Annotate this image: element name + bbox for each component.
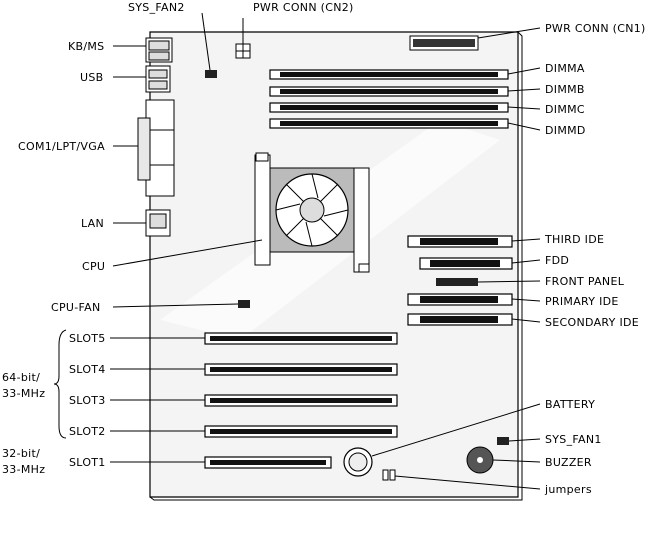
label-slot1: SLOT1 — [69, 456, 106, 469]
label-slot4: SLOT4 — [69, 363, 106, 376]
label-pwr-conn-cn1: PWR CONN (CN1) — [545, 22, 646, 35]
label-kb-ms: KB/MS — [68, 40, 104, 53]
label-battery: BATTERY — [545, 398, 595, 411]
label-com-lpt-vga: COM1/LPT/VGA — [18, 140, 105, 153]
label-dimmd: DIMMD — [545, 124, 586, 137]
label-slot2: SLOT2 — [69, 425, 106, 438]
sys-fan1-header — [497, 437, 509, 445]
label-jumpers: jumpers — [544, 483, 592, 496]
battery — [343, 447, 373, 477]
label-bus32-line2: 33-MHz — [2, 463, 45, 476]
label-dimma: DIMMA — [545, 62, 585, 75]
label-bus64-line2: 33-MHz — [2, 387, 45, 400]
label-slot3: SLOT3 — [69, 394, 106, 407]
label-front-panel: FRONT PANEL — [545, 275, 625, 288]
usb-connector — [145, 65, 171, 93]
kb-ms-connector — [145, 37, 173, 63]
com-lpt-vga-connector — [137, 99, 175, 197]
label-usb: USB — [80, 71, 103, 84]
lan-connector — [145, 209, 171, 237]
label-dimmb: DIMMB — [545, 83, 585, 96]
label-secondary-ide: SECONDARY IDE — [545, 316, 639, 329]
label-primary-ide: PRIMARY IDE — [545, 295, 619, 308]
cpu-fan-icon — [275, 173, 349, 247]
labels: SYS_FAN2 PWR CONN (CN2) PWR CONN (CN1) K… — [2, 1, 646, 496]
label-cpu-fan: CPU-FAN — [51, 301, 101, 314]
label-third-ide: THIRD IDE — [544, 233, 604, 246]
drive-connectors — [407, 235, 513, 326]
label-dimmc: DIMMC — [545, 103, 585, 116]
leader-lines — [53, 12, 541, 490]
label-pwr-conn-cn2: PWR CONN (CN2) — [253, 1, 354, 14]
pwr-conn-cn1 — [409, 35, 479, 51]
label-fdd: FDD — [545, 254, 569, 267]
label-cpu: CPU — [82, 260, 105, 273]
label-buzzer: BUZZER — [545, 456, 592, 469]
cpu-fan-header — [238, 300, 250, 308]
label-slot5: SLOT5 — [69, 332, 106, 345]
label-bus64-line1: 64-bit/ — [2, 371, 40, 384]
pwr-conn-cn2 — [235, 43, 251, 59]
label-bus32-line1: 32-bit/ — [2, 447, 40, 460]
label-lan: LAN — [81, 217, 104, 230]
buzzer — [466, 446, 494, 474]
label-sys-fan2: SYS_FAN2 — [128, 1, 185, 14]
jumpers — [382, 469, 396, 481]
label-sys-fan1: SYS_FAN1 — [545, 433, 602, 446]
sys-fan2-header — [205, 70, 217, 78]
